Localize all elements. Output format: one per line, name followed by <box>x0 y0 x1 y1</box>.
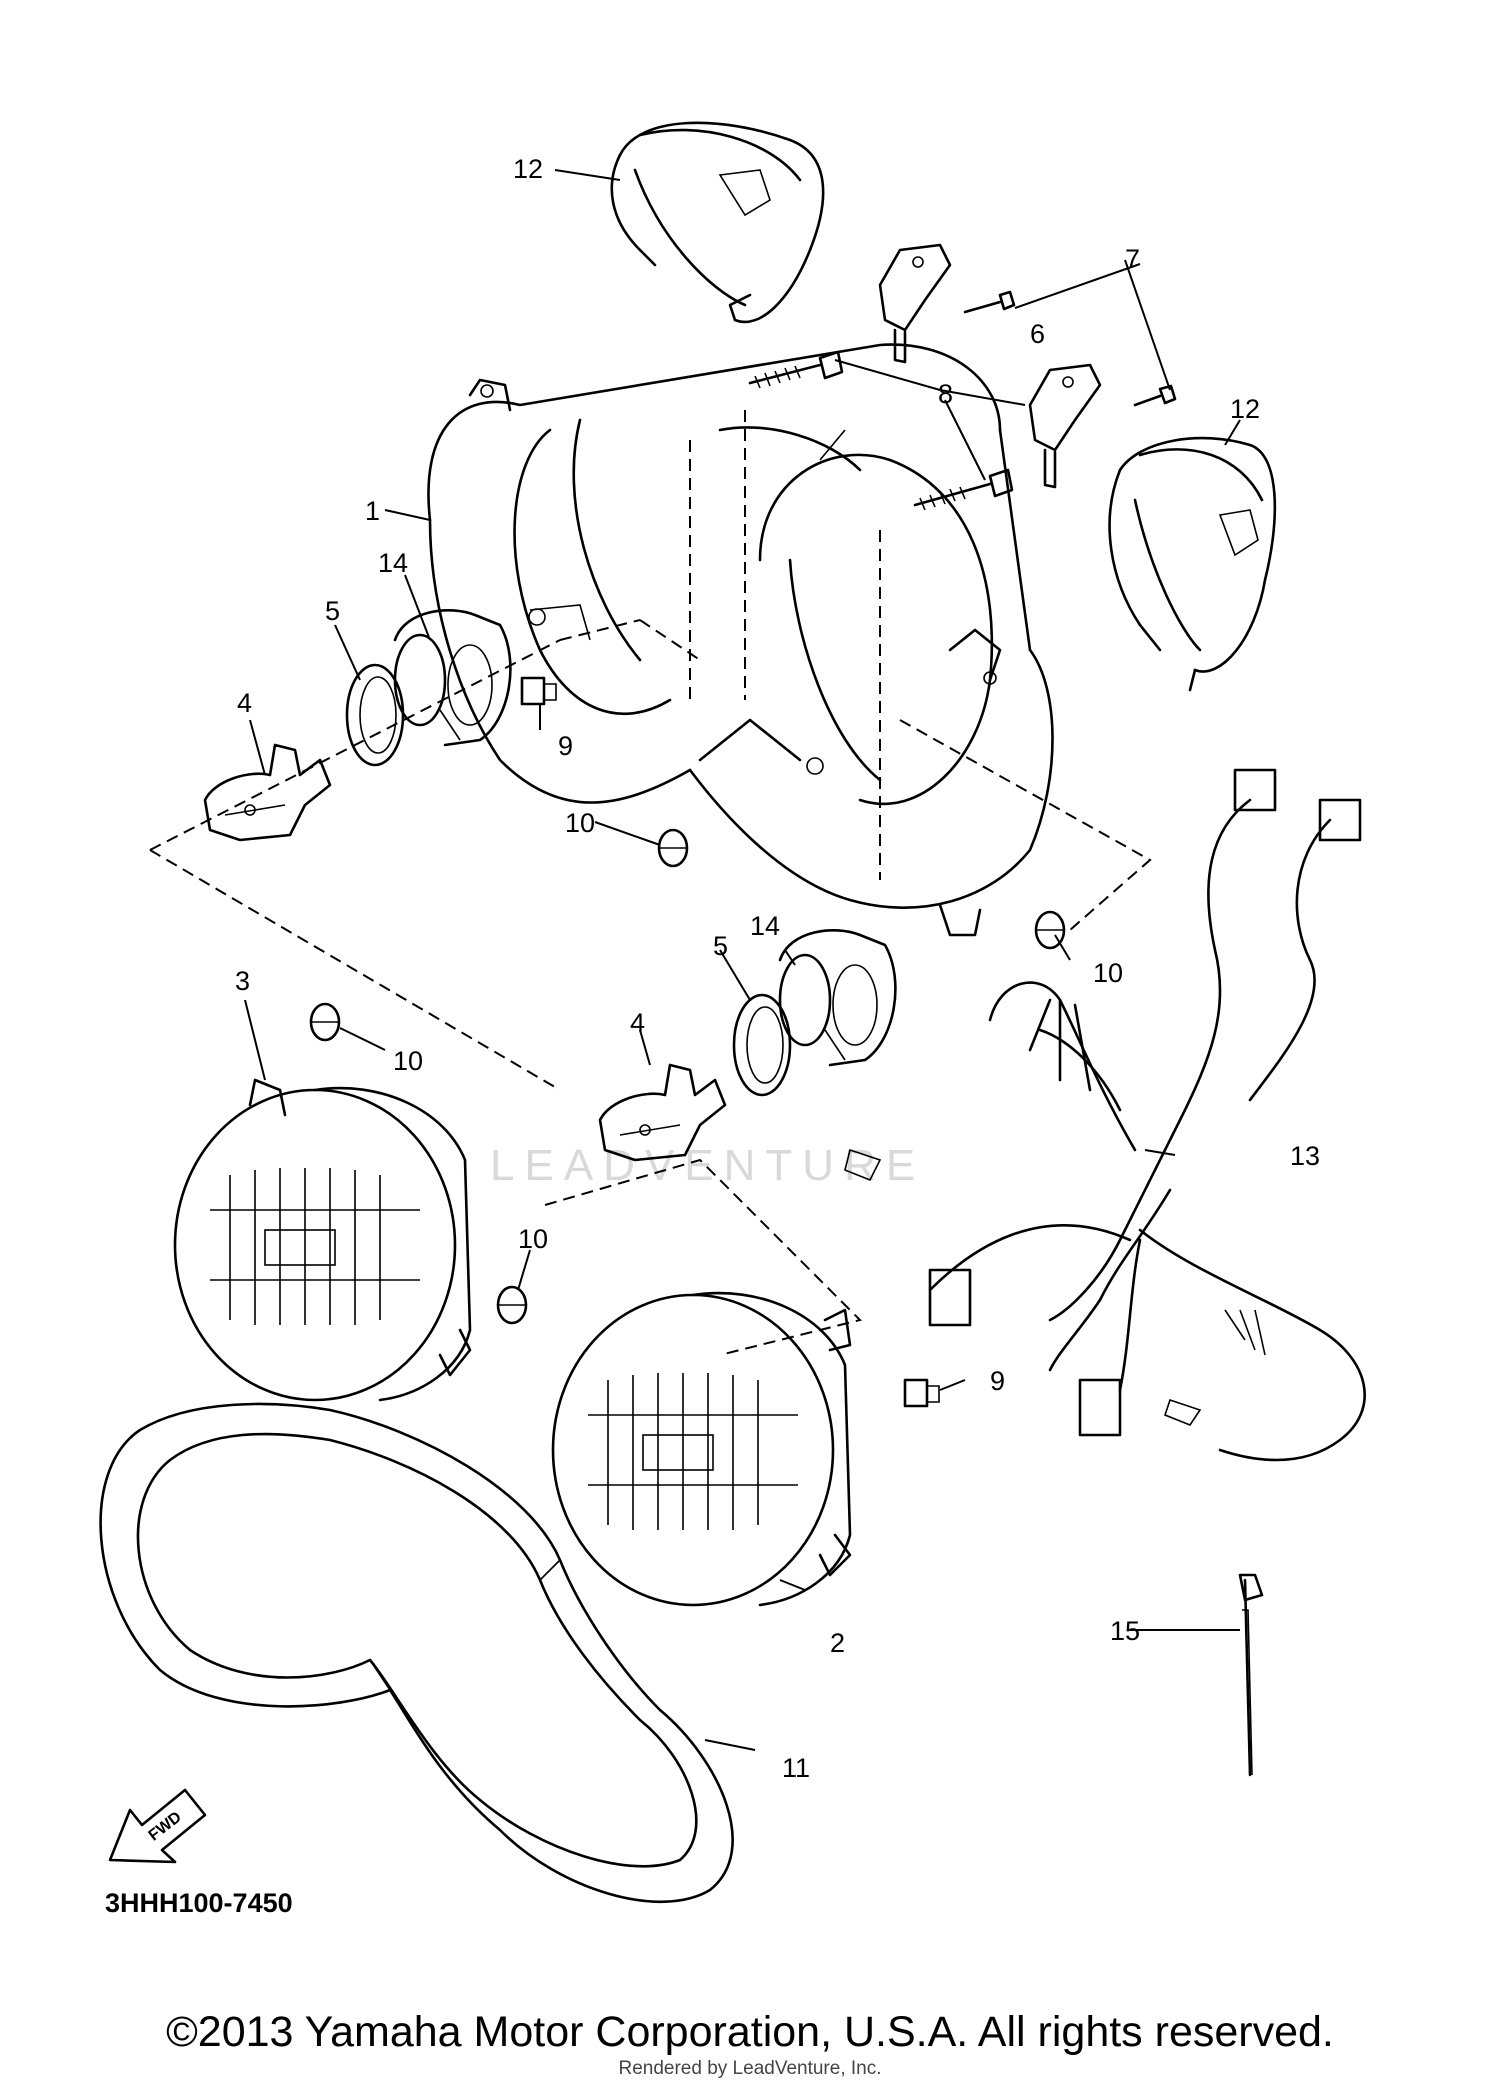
headlight-unit-right[interactable] <box>551 1291 852 1607</box>
label-12-lower: 12 <box>1230 394 1260 424</box>
label-10-d: 10 <box>518 1224 548 1254</box>
label-14-lower: 14 <box>750 911 780 941</box>
label-6: 6 <box>1030 319 1045 349</box>
nut-3[interactable] <box>309 1002 341 1042</box>
headlight-bulb-upper[interactable] <box>203 743 332 842</box>
adjuster-bolt-lower[interactable] <box>913 468 1014 511</box>
screw-lower[interactable] <box>1133 384 1177 407</box>
bulb-socket-upper[interactable] <box>393 609 512 747</box>
label-1: 1 <box>365 496 380 526</box>
headlight-housing[interactable] <box>427 343 1054 937</box>
label-13: 13 <box>1290 1141 1320 1171</box>
label-10-c: 10 <box>393 1046 423 1076</box>
headlight-bulb-lower[interactable] <box>598 1063 727 1162</box>
mounting-bracket-upper[interactable] <box>878 243 952 364</box>
label-5-lower: 5 <box>713 931 728 961</box>
watermark: LEADVENTURE <box>490 1141 925 1190</box>
label-8: 8 <box>938 379 953 409</box>
bulb-socket-lower[interactable] <box>778 929 897 1067</box>
label-9-upper: 9 <box>558 731 573 761</box>
headlight-unit-left[interactable] <box>173 1078 472 1402</box>
headlight-rim-lower[interactable] <box>1108 436 1277 692</box>
label-10-a: 10 <box>565 808 595 838</box>
label-4-upper: 4 <box>237 688 252 718</box>
assembly-lines <box>149 410 1152 1356</box>
headlight-cover[interactable] <box>99 1402 734 1904</box>
label-11: 11 <box>782 1753 810 1783</box>
socket-ring-lower[interactable] <box>732 993 792 1097</box>
rendered-by-credit: Rendered by LeadVenture, Inc. <box>618 2058 882 2079</box>
adjuster-bolt-upper[interactable] <box>748 350 844 389</box>
nut-1[interactable] <box>657 828 689 868</box>
label-12-upper: 12 <box>513 154 543 184</box>
socket-ring-upper[interactable] <box>345 663 405 767</box>
label-10-b: 10 <box>1093 958 1123 988</box>
label-7: 7 <box>1125 244 1140 274</box>
copyright-notice: ©2013 Yamaha Motor Corporation, U.S.A. A… <box>166 2008 1334 2056</box>
forward-arrow-icon: FWD <box>108 1788 207 1864</box>
grommet-lower[interactable] <box>903 1378 940 1408</box>
label-15: 15 <box>1110 1616 1140 1646</box>
label-4-lower: 4 <box>630 1008 645 1038</box>
label-9-lower: 9 <box>990 1366 1005 1396</box>
nut-4[interactable] <box>496 1285 528 1325</box>
mounting-bracket-lower[interactable] <box>1028 363 1102 489</box>
grommet-upper[interactable] <box>520 676 557 706</box>
label-2: 2 <box>830 1628 845 1658</box>
screw-upper[interactable] <box>963 290 1016 314</box>
nut-2[interactable] <box>1034 910 1066 950</box>
label-14-upper: 14 <box>378 548 408 578</box>
label-3: 3 <box>235 966 250 996</box>
fwd-label: FWD <box>146 1809 185 1845</box>
wiring-harness[interactable] <box>844 768 1366 1462</box>
diagram-code: 3HHH100-7450 <box>105 1888 293 1918</box>
leader-lines <box>244 169 1241 1751</box>
cable-tie[interactable] <box>1238 1573 1264 1777</box>
headlight-rim-upper[interactable] <box>610 121 825 324</box>
label-5-upper: 5 <box>325 596 340 626</box>
